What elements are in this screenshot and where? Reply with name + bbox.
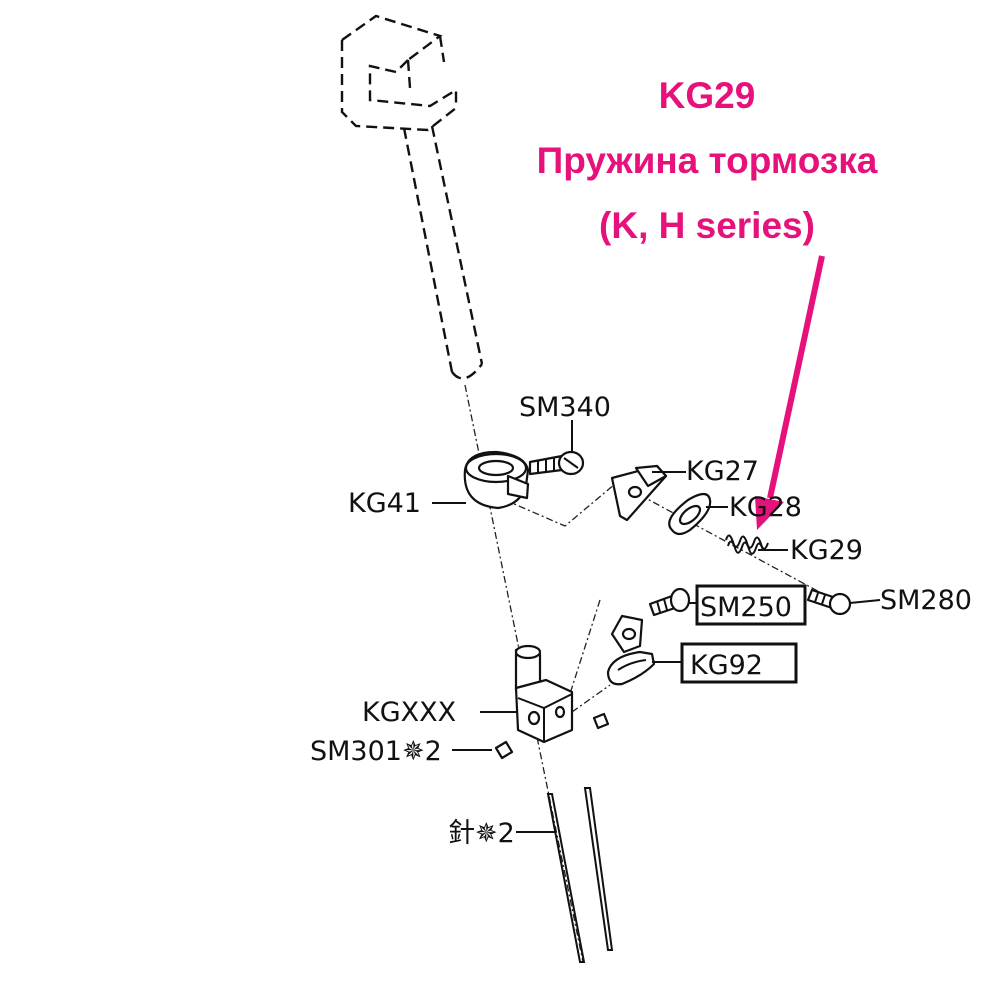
kg41-clamp: [463, 450, 530, 510]
label-needle: 針✵2: [448, 818, 515, 849]
highlight-series: (K, H series): [599, 205, 815, 246]
sm301-set-screws: [494, 712, 610, 760]
label-kg92: KG92: [690, 650, 763, 681]
highlight-heading: KG29 Пружина тормозка (K, H series): [537, 75, 878, 246]
needles: [546, 787, 614, 963]
kg28-washer: [668, 492, 712, 536]
sm340-screw: [528, 450, 585, 476]
sm280-screw: [806, 588, 852, 616]
kgxxx-needle-clamp: [514, 644, 574, 744]
label-sm250: SM250: [700, 592, 792, 623]
sm250-screw: [648, 587, 691, 617]
kg27-plate: [610, 464, 668, 522]
presser-bar-phantom: [340, 14, 484, 380]
label-kg29: KG29: [790, 535, 863, 566]
kg92-bracket: [606, 614, 656, 686]
label-kgxxx: KGXXX: [362, 697, 456, 728]
assembly-centerlines: [464, 384, 839, 963]
label-kg28: KG28: [729, 492, 802, 523]
sm250-label-box: [695, 584, 807, 626]
highlight-code: KG29: [659, 75, 756, 116]
part-labels: SM340 KG41 KG27 KG28 KG29 SM280 SM250 KG…: [310, 392, 972, 849]
label-sm301: SM301✵2: [310, 736, 442, 767]
label-kg27: KG27: [686, 456, 759, 487]
highlight-name: Пружина тормозка: [537, 140, 878, 181]
label-kg41: KG41: [348, 488, 421, 519]
leader-lines: [432, 420, 881, 833]
label-sm280: SM280: [880, 585, 972, 616]
highlight-arrow: [755, 255, 825, 530]
kg29-spring: [725, 534, 769, 555]
kg92-label-box: [680, 642, 798, 684]
label-sm340: SM340: [519, 392, 611, 423]
